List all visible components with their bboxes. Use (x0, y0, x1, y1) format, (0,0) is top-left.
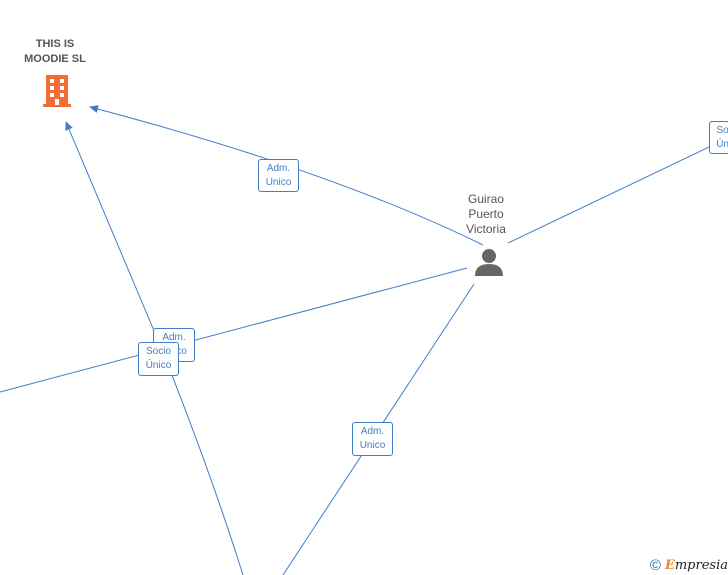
watermark: © Empresia (650, 555, 728, 575)
edge-left-to-person (0, 267, 468, 393)
building-icon[interactable] (42, 73, 72, 107)
edge-person-to-right (507, 137, 728, 244)
company-name[interactable]: THIS IS MOODIE SL (24, 38, 86, 65)
edge-person-to-company (89, 105, 484, 246)
edge-label-socio-unico-right[interactable]: Socio Único (709, 121, 728, 154)
copyright-icon: © (649, 556, 661, 574)
brand-logo: Empresia (664, 557, 728, 573)
person-icon[interactable] (474, 247, 504, 277)
edge-label-socio-unico-left[interactable]: Socio Único (138, 342, 179, 376)
person-name[interactable]: Guirao Puerto Victoria (466, 192, 506, 236)
edge-label-adm-unico-top[interactable]: Adm. Unico (258, 159, 299, 192)
edge-label-adm-unico-bottom[interactable]: Adm. Unico (352, 422, 393, 456)
